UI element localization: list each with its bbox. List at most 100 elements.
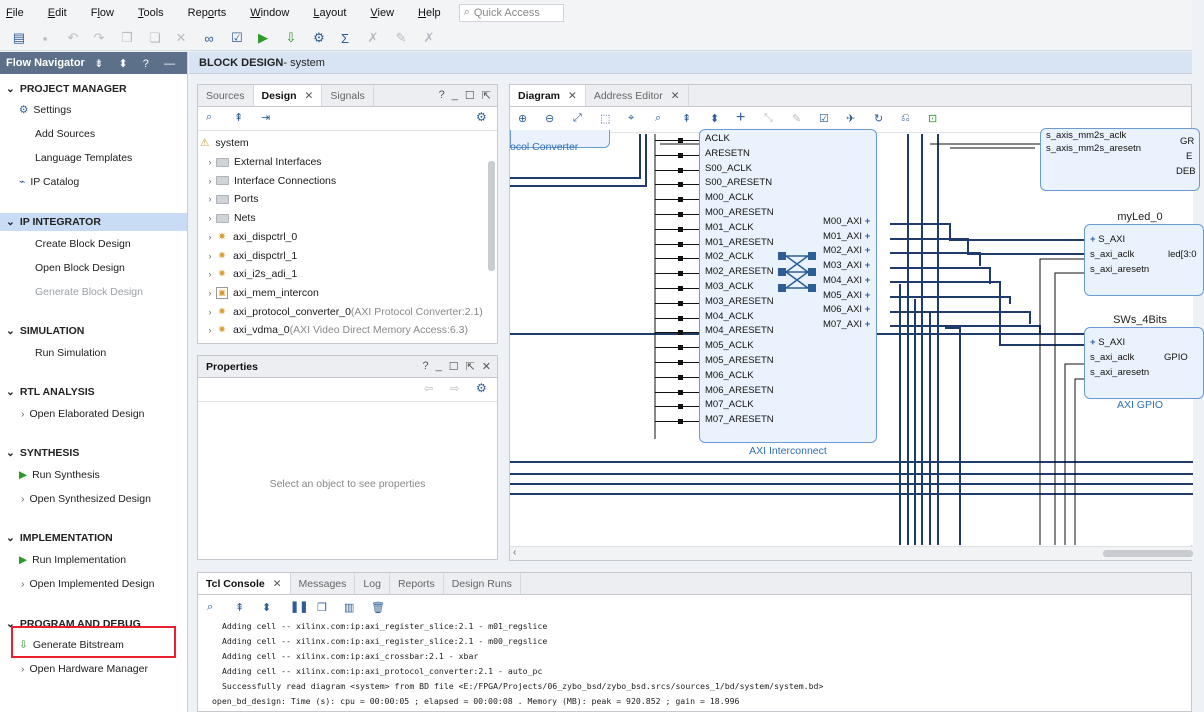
bitstream-icon[interactable]: ⇩: [285, 30, 297, 45]
open-project-icon[interactable]: ▤: [12, 30, 26, 45]
diagram-canvas[interactable]: ocol Converter AXI Interconnect s_axis_m…: [510, 128, 1204, 545]
myled-block[interactable]: [1084, 224, 1204, 296]
sws-port-gpio[interactable]: GPIO: [1164, 352, 1188, 363]
zoom-out-icon[interactable]: ⊖: [545, 113, 555, 125]
scroll-left-icon[interactable]: ‹: [513, 547, 517, 558]
back-arrow-icon[interactable]: ⇦: [424, 383, 434, 395]
diagram-scroll-thumb[interactable]: [1103, 550, 1193, 557]
search-icon[interactable]: ⌕: [655, 112, 662, 124]
interconnect-left-port[interactable]: ARESETN: [705, 147, 750, 159]
move-icon[interactable]: ⤡: [764, 112, 773, 124]
delete-icon[interactable]: 🗑: [371, 602, 385, 614]
collapse-all-icon[interactable]: ⇞: [235, 602, 245, 614]
protocol-converter-block[interactable]: [510, 130, 610, 148]
interconnect-left-port[interactable]: S00_ACLK: [705, 162, 753, 174]
myled-port-s-axi[interactable]: + S_AXI: [1090, 234, 1126, 245]
nav-run-implementation[interactable]: ▶Run Implementation: [19, 554, 127, 566]
tree-item[interactable]: ›Nets: [204, 209, 256, 227]
section-rtl-analysis[interactable]: ⌄RTL ANALYSIS: [6, 386, 95, 398]
interconnect-left-port[interactable]: M01_ACLK: [705, 221, 754, 233]
myled-port-s-axi-aresetn[interactable]: s_axi_aresetn: [1090, 264, 1150, 275]
wrench-icon[interactable]: ✎: [792, 113, 802, 125]
interconnect-right-port[interactable]: M02_AXI +: [823, 245, 871, 257]
interconnect-left-port[interactable]: M05_ARESETN: [705, 355, 774, 366]
interconnect-right-port[interactable]: M06_AXI +: [823, 304, 871, 316]
section-synthesis[interactable]: ⌄SYNTHESIS: [6, 447, 80, 459]
tab-tcl-console[interactable]: Tcl Console✕: [198, 573, 291, 594]
tab-reports[interactable]: Reports: [390, 573, 444, 594]
save-icon[interactable]: ▪: [42, 30, 48, 46]
panel-window-controls[interactable]: ?_☐⇱: [438, 89, 491, 102]
expand-icon[interactable]: ⬍: [710, 113, 720, 125]
add-ip-icon[interactable]: +: [736, 109, 746, 126]
close-icon[interactable]: ✕: [670, 89, 680, 102]
interconnect-right-port[interactable]: M01_AXI +: [823, 230, 871, 242]
dma-block[interactable]: [1040, 128, 1200, 191]
tree-item[interactable]: ›✷axi_dispctrl_1: [204, 247, 298, 265]
close-icon[interactable]: ✕: [568, 89, 577, 102]
pin-icon[interactable]: ✈: [846, 113, 856, 125]
chevron-right-icon[interactable]: ›: [208, 194, 212, 205]
chevron-right-icon[interactable]: ›: [208, 231, 212, 242]
pause-icon[interactable]: ❚❚: [290, 601, 309, 613]
quick-access-search[interactable]: ⌕ Quick Access: [458, 3, 564, 22]
interconnect-left-port[interactable]: M04_ACLK: [705, 310, 754, 322]
gear-icon[interactable]: ⚙: [476, 381, 487, 395]
interconnect-left-port[interactable]: M06_ARESETN: [705, 384, 774, 396]
port-deb[interactable]: DEB: [1176, 166, 1196, 177]
nav-generate-bitstream[interactable]: ⇩Generate Bitstream: [19, 639, 124, 651]
menu-layout[interactable]: Layout: [313, 6, 347, 19]
tree-item[interactable]: ›▣axi_mem_intercon: [204, 284, 319, 302]
chevron-right-icon[interactable]: ›: [208, 250, 212, 261]
nav-run-simulation[interactable]: Run Simulation: [35, 347, 107, 359]
panel-controls-icon[interactable]: ⇟ ⬍ ? —: [94, 57, 181, 70]
close-icon[interactable]: ✕: [304, 89, 314, 102]
tab-design[interactable]: Design✕: [253, 85, 323, 106]
tab-address-editor[interactable]: Address Editor✕: [586, 85, 689, 106]
expand-icon[interactable]: ⇥: [261, 112, 271, 124]
gear-icon[interactable]: ⚙: [476, 110, 487, 124]
menu-tools[interactable]: Tools: [137, 6, 164, 19]
menu-window[interactable]: Window: [250, 6, 290, 19]
menu-reports[interactable]: Reports: [187, 6, 227, 19]
nav-create-block-design[interactable]: Create Block Design: [35, 238, 131, 250]
interconnect-left-port[interactable]: M07_ACLK: [705, 399, 754, 411]
tree-item[interactable]: ›✷axi_dispctrl_0: [204, 228, 298, 246]
interconnect-left-port[interactable]: M02_ACLK: [705, 251, 754, 263]
forward-arrow-icon[interactable]: ⇨: [450, 383, 460, 395]
interconnect-right-port[interactable]: M07_AXI +: [823, 318, 871, 330]
chevron-right-icon[interactable]: ›: [208, 325, 212, 336]
tree-scrollbar[interactable]: [488, 161, 495, 271]
tab-sources[interactable]: Sources: [198, 85, 254, 106]
nav-open-implemented-design[interactable]: ›Open Implemented Design: [21, 578, 155, 590]
delete-icon[interactable]: ✕: [175, 30, 187, 45]
nav-language-templates[interactable]: Language Templates: [35, 152, 133, 164]
nav-generate-block-design[interactable]: Generate Block Design: [35, 286, 143, 298]
interconnect-left-port[interactable]: M03_ARESETN: [705, 295, 774, 307]
interconnect-left-port[interactable]: M06_ACLK: [705, 369, 754, 381]
debug-icon[interactable]: ⊡: [928, 113, 938, 125]
center-icon[interactable]: ⌖: [628, 112, 635, 124]
nav-open-synthesized-design[interactable]: ›Open Synthesized Design: [21, 493, 151, 505]
menu-view[interactable]: View: [370, 6, 395, 19]
interconnect-right-port[interactable]: M05_AXI +: [823, 289, 871, 301]
tab-diagram[interactable]: Diagram✕: [510, 85, 586, 106]
tree-root-system[interactable]: ⚠system: [200, 137, 249, 149]
redo-icon[interactable]: ↷: [93, 30, 105, 45]
menu-edit[interactable]: Edit: [47, 6, 67, 19]
section-simulation[interactable]: ⌄SIMULATION: [6, 325, 85, 337]
chevron-right-icon[interactable]: ›: [208, 213, 212, 224]
chevron-right-icon[interactable]: ›: [208, 306, 212, 317]
sws-port-s-axi-aresetn[interactable]: s_axi_aresetn: [1090, 367, 1150, 378]
chevron-right-icon[interactable]: ›: [208, 287, 212, 298]
tree-item[interactable]: ›✷axi_protocol_converter_0 (AXI Protocol…: [204, 303, 483, 321]
copy-icon[interactable]: ❐: [121, 30, 133, 45]
chevron-right-icon[interactable]: ›: [208, 269, 212, 280]
tree-item[interactable]: ›Interface Connections: [204, 172, 337, 190]
check-icon[interactable]: ☑: [231, 30, 243, 45]
regenerate-icon[interactable]: ⎌: [901, 112, 910, 124]
myled-port-led[interactable]: led[3:0: [1168, 249, 1197, 260]
interconnect-left-port[interactable]: M01_ARESETN: [705, 236, 774, 248]
interconnect-left-port[interactable]: M00_ARESETN: [705, 207, 774, 218]
tree-item[interactable]: ›External Interfaces: [204, 153, 322, 171]
